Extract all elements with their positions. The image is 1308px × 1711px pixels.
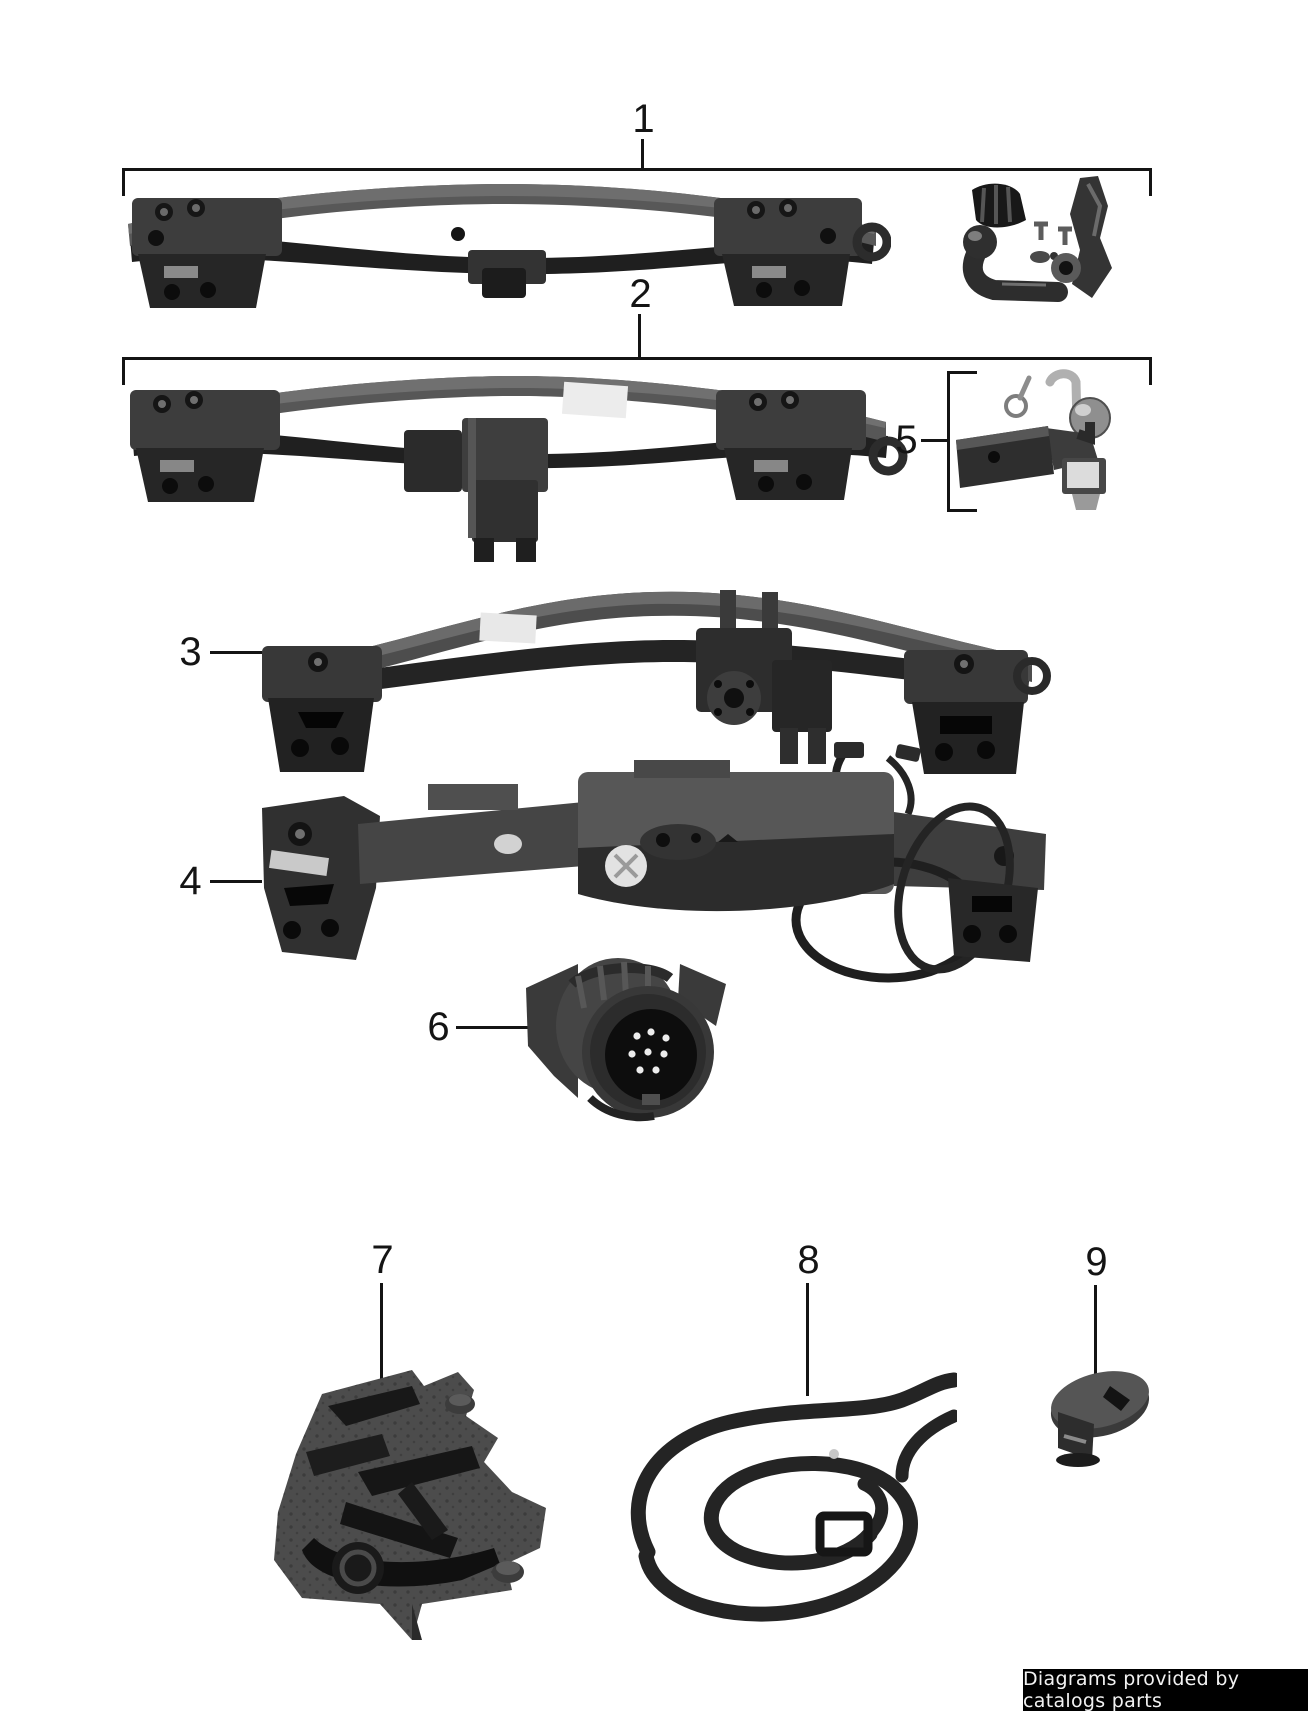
- callout-2-leader-line: [638, 314, 641, 357]
- callout-1-leader-line: [641, 139, 644, 168]
- part-7-foam-tool-tray-image[interactable]: [262, 1342, 554, 1647]
- callout-2-bracket: [122, 357, 1152, 360]
- callout-5[interactable]: 5: [895, 418, 917, 462]
- callout-7-leader-line: [380, 1283, 383, 1398]
- callout-2-bracket-left-tick: [122, 357, 125, 385]
- attribution-text: Diagrams provided by catalogs parts: [1023, 1668, 1240, 1711]
- callout-3[interactable]: 3: [179, 630, 201, 674]
- callout-5-bracket-top-arm: [947, 371, 977, 374]
- part-5-ball-mount-kit-image[interactable]: [950, 362, 1120, 514]
- callout-2[interactable]: 2: [629, 272, 651, 316]
- callout-9[interactable]: 9: [1085, 1240, 1107, 1284]
- part-1-towball-kit-image[interactable]: [942, 172, 1117, 312]
- part-6-electrical-connector-image[interactable]: [520, 948, 742, 1140]
- callout-7[interactable]: 7: [371, 1238, 393, 1282]
- part-4-crossmember-wiring-harness-image[interactable]: [248, 738, 1063, 986]
- part-9-grommet-image[interactable]: [1028, 1348, 1156, 1470]
- callout-8-leader-line: [806, 1283, 809, 1396]
- callout-1-bracket-right-tick: [1149, 168, 1152, 196]
- callout-4-leader-line: [210, 880, 262, 883]
- callout-3-leader-line: [210, 651, 262, 654]
- callout-5-bracket-bottom-arm: [947, 509, 977, 512]
- callout-2-bracket-right-tick: [1149, 357, 1152, 385]
- part-2-towbar-crossmember-receiver-image[interactable]: [116, 360, 911, 565]
- callout-4[interactable]: 4: [179, 859, 201, 903]
- callout-1[interactable]: 1: [632, 97, 654, 141]
- part-3-towbar-crossmember-image[interactable]: [252, 570, 1052, 792]
- part-8-securing-strap-image[interactable]: [602, 1356, 957, 1636]
- callout-5-bracket: [947, 371, 950, 512]
- callout-8[interactable]: 8: [797, 1238, 819, 1282]
- part-1-towbar-crossmember-image[interactable]: [116, 172, 891, 312]
- callout-1-bracket-left-tick: [122, 168, 125, 196]
- attribution-bar: Diagrams provided by catalogs parts: [1023, 1668, 1308, 1711]
- callout-5-leader-line: [921, 439, 947, 442]
- callout-6[interactable]: 6: [427, 1005, 449, 1049]
- callout-6-leader-line: [456, 1026, 556, 1029]
- callout-9-leader-line: [1094, 1285, 1097, 1387]
- callout-1-bracket: [122, 168, 1152, 171]
